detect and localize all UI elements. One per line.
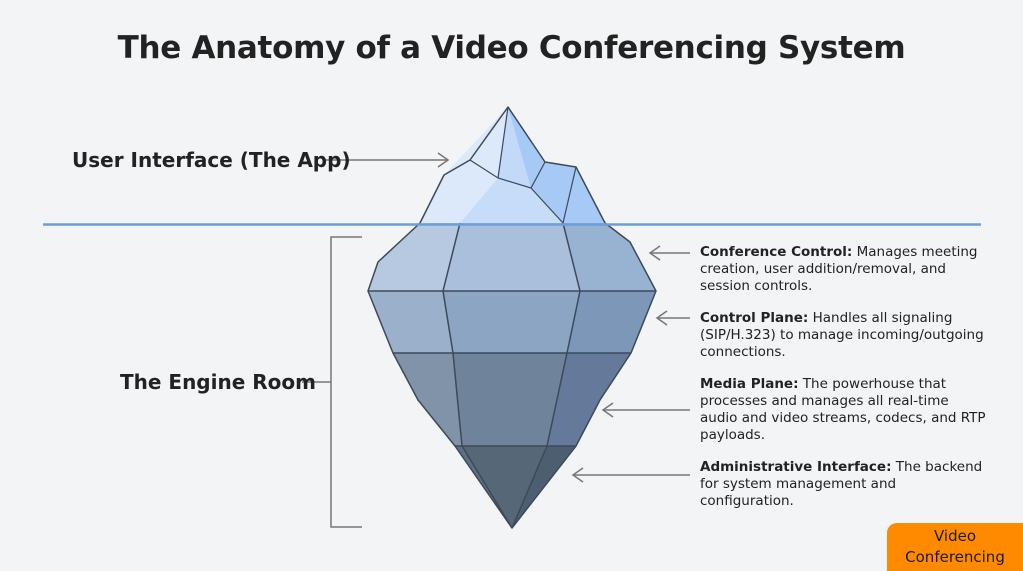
iceberg-outline bbox=[367, 222, 657, 529]
layer-description: Handles all signaling (SIP/H.323) to man… bbox=[700, 310, 984, 360]
user-interface-label: User Interface (The App) bbox=[72, 148, 351, 172]
layer-media-plane bbox=[393, 353, 631, 446]
administrative-interface-arrow bbox=[571, 467, 690, 483]
layer-name: Media Plane: bbox=[700, 376, 799, 392]
diagram-title: The Anatomy of a Video Conferencing Syst… bbox=[117, 30, 906, 66]
layer-description: The backend for system management and co… bbox=[700, 459, 983, 509]
media-plane-arrow bbox=[601, 402, 690, 418]
layer-name: Control Plane: bbox=[700, 310, 809, 326]
layer-conference-control bbox=[368, 223, 656, 291]
layer-administrative-interface bbox=[455, 446, 576, 528]
conference-control-arrow bbox=[648, 245, 690, 261]
layer-control-plane bbox=[368, 291, 656, 353]
engine-room-bracket bbox=[302, 236, 362, 528]
topic-badge-label: Video Conferencing bbox=[905, 527, 1005, 566]
layer-description: Manages meeting creation, user addition/… bbox=[700, 244, 978, 294]
iceberg-tip bbox=[419, 106, 606, 225]
control-plane-description: Control Plane: Handles all signaling (SI… bbox=[700, 310, 990, 361]
administrative-interface-description: Administrative Interface: The backend fo… bbox=[700, 459, 990, 510]
layer-name: Administrative Interface: bbox=[700, 459, 892, 475]
conference-control-description: Conference Control: Manages meeting crea… bbox=[700, 244, 990, 295]
topic-badge: Video Conferencing bbox=[887, 523, 1023, 571]
layer-description: The powerhouse that processes and manage… bbox=[700, 376, 986, 443]
layer-name: Conference Control: bbox=[700, 244, 853, 260]
media-plane-description: Media Plane: The powerhouse that process… bbox=[700, 376, 990, 444]
engine-room-label: The Engine Room bbox=[120, 370, 316, 394]
control-plane-arrow bbox=[655, 310, 690, 326]
ui-arrow bbox=[325, 152, 450, 168]
